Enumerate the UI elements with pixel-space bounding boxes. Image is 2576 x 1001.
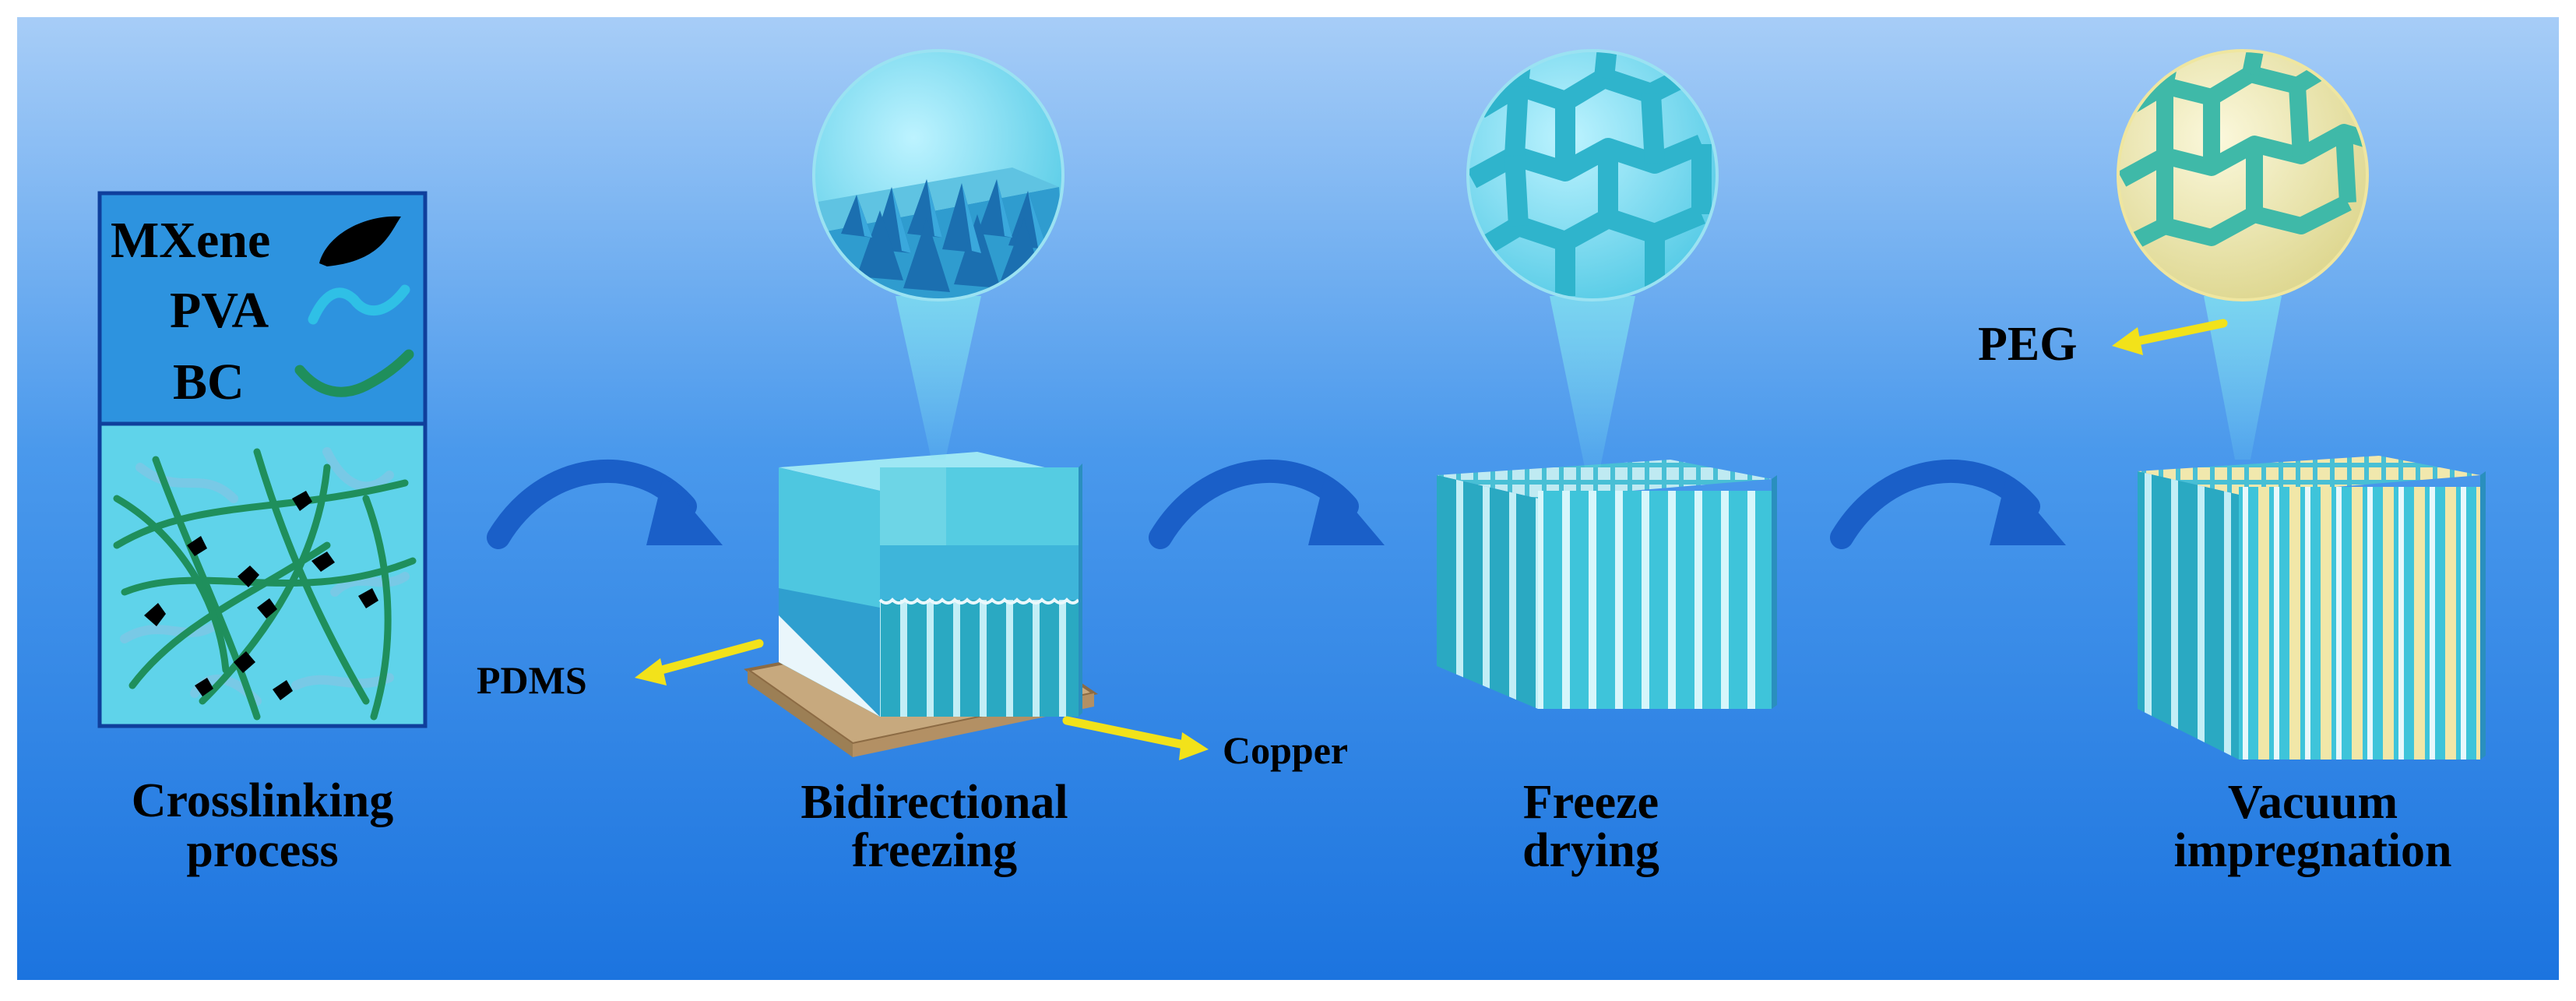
zoom-sphere-ice-spikes <box>812 49 1065 301</box>
zoom-sphere-peg-filled <box>2117 49 2369 301</box>
legend-item-mxene: MXene <box>111 212 401 269</box>
pdms-label: PDMS <box>477 658 587 702</box>
process-arrow-1 <box>487 459 723 549</box>
step-3-label-line1: Freeze <box>1523 776 1659 829</box>
step-2-label-line2: freezing <box>852 824 1017 877</box>
legend-item-pva: PVA <box>170 282 410 339</box>
step-1-label-line2: process <box>186 824 338 877</box>
freeze-dried-scaffold <box>1437 460 1777 709</box>
mxene-flakes <box>144 491 378 700</box>
crosslinked-network-box <box>97 421 428 728</box>
bc-strand-icon <box>294 349 414 397</box>
impregnated-composite <box>2138 456 2486 760</box>
zoom-beam-2 <box>1550 296 1635 467</box>
step-4-label-line2: impregnation <box>2173 824 2451 877</box>
copper-label: Copper <box>1223 728 1348 772</box>
peg-callout: PEG <box>1978 318 2228 371</box>
legend-label-pva: PVA <box>170 282 269 339</box>
legend-label-bc: BC <box>173 354 245 411</box>
mxene-flake-icon <box>319 216 401 266</box>
legend-label-mxene: MXene <box>111 212 270 269</box>
peg-label: PEG <box>1978 318 2077 371</box>
zoom-sphere-honeycomb <box>1466 49 1719 301</box>
step-1-label-line1: Crosslinking <box>132 774 394 827</box>
step-2-label-line1: Bidirectional <box>801 776 1068 829</box>
zoom-beam-3 <box>2204 296 2282 460</box>
step-4-label-line1: Vacuum <box>2228 776 2398 829</box>
process-arrow-2 <box>1149 459 1385 549</box>
freezing-mold <box>744 452 1099 757</box>
process-arrow-3 <box>1830 459 2066 549</box>
legend-box: MXene PVA BC <box>97 191 428 426</box>
zoom-beam-1 <box>896 296 981 460</box>
legend-item-bc: BC <box>173 349 414 411</box>
copper-callout: Copper <box>1062 716 1348 772</box>
pdms-callout: PDMS <box>477 639 764 702</box>
step-3-label-line2: drying <box>1522 824 1659 877</box>
pva-strand-icon <box>308 284 410 325</box>
